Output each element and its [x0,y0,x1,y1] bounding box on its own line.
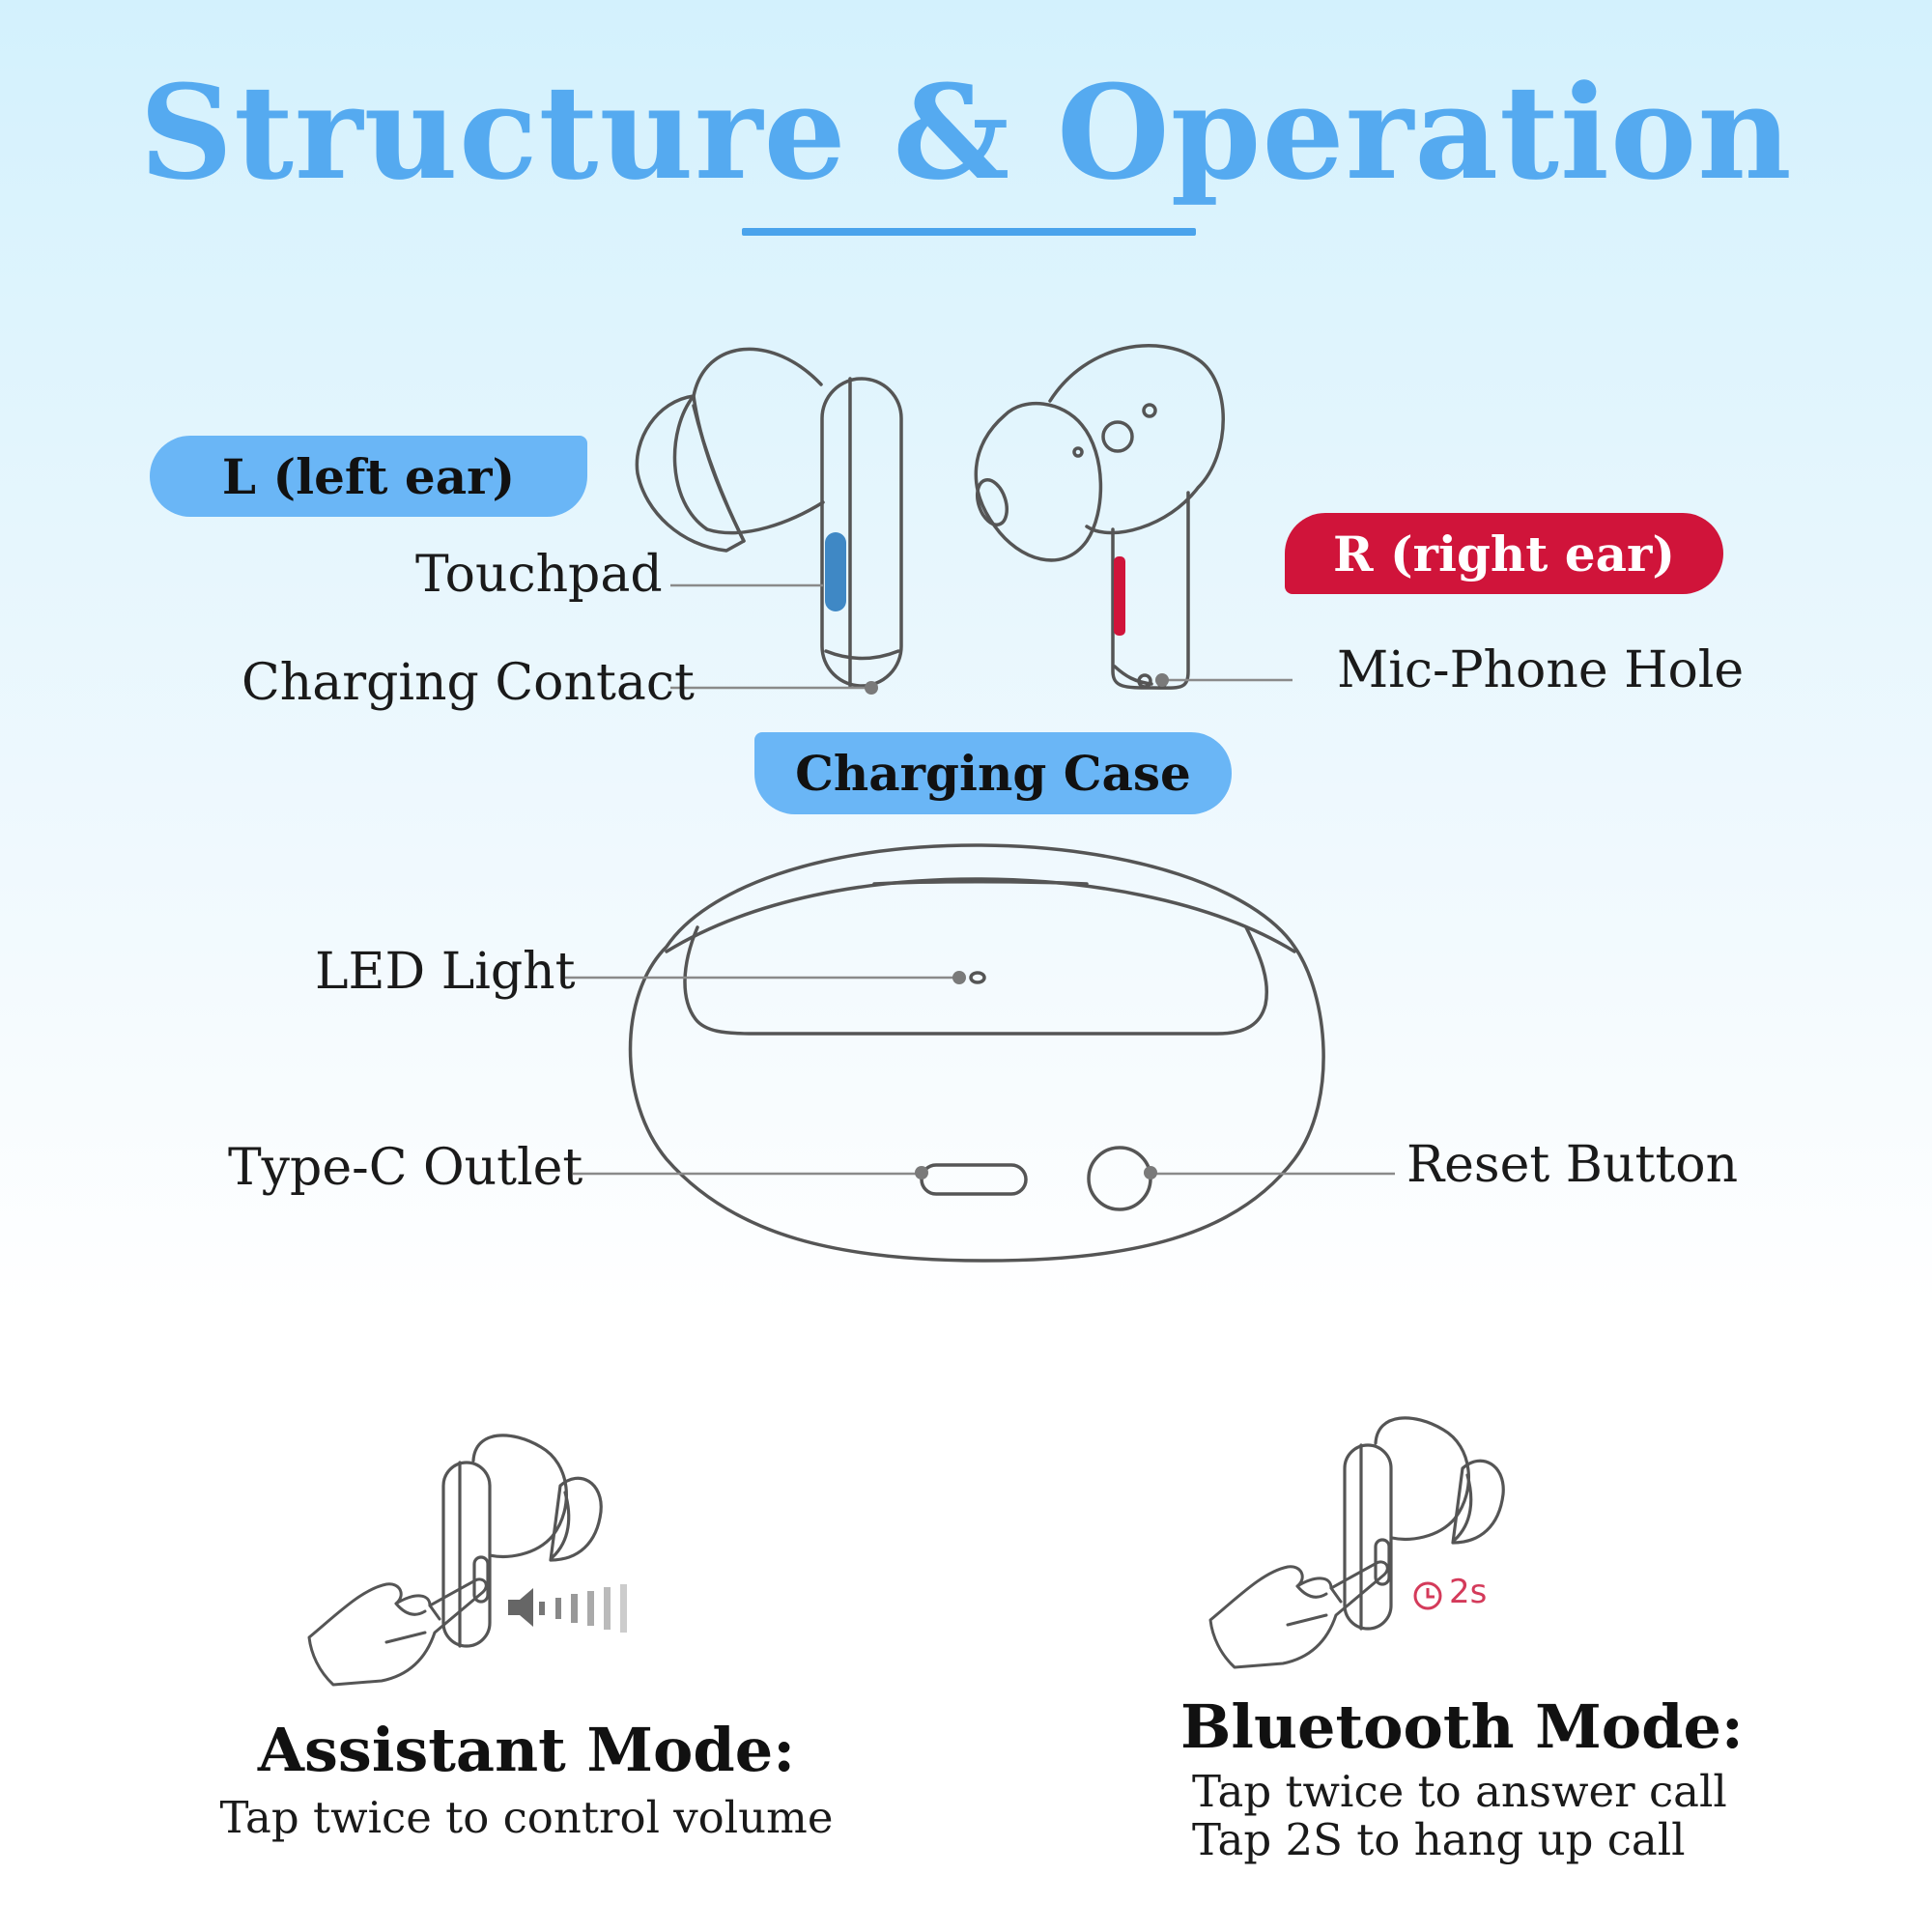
typec-outlet-label: Type-C Outlet [228,1139,583,1197]
assistant-earbud-icon [441,1434,603,1648]
charging-case-label: Charging Case [754,732,1232,814]
reset-button-label: Reset Button [1406,1136,1739,1194]
mic-hole-label: Mic-Phone Hole [1337,641,1745,699]
bluetooth-mode-line-hangup: Tap 2S to hang up call [1192,1814,1686,1865]
volume-icon [508,1584,627,1633]
led-light-label: LED Light [315,943,576,1001]
charging-contact-label: Charging Contact [242,654,695,712]
page-title: Structure & Operation [139,56,1793,209]
clock-icon [1413,1581,1442,1610]
left-earbud-icon [635,347,903,688]
assistant-mode-title: Assistant Mode: [257,1715,796,1785]
bluetooth-mode-line-answer: Tap twice to answer call [1192,1766,1727,1817]
assistant-mode-description: Tap twice to control volume [219,1792,834,1843]
right-ear-label: R (right ear) [1285,513,1723,594]
hand-icon [1208,1560,1389,1669]
title-underline [742,228,1196,236]
left-touchpad-icon [825,532,846,611]
left-ear-label: L (left ear) [150,436,587,517]
right-touchpad-icon [1114,556,1125,636]
right-earbud-icon [974,344,1225,690]
bluetooth-earbud-icon [1343,1416,1505,1631]
charging-case-icon [628,843,1325,1263]
bluetooth-mode-title: Bluetooth Mode: [1180,1691,1744,1762]
timer-label: 2s [1449,1573,1488,1611]
touchpad-label: Touchpad [415,546,663,604]
hand-icon [307,1577,488,1687]
